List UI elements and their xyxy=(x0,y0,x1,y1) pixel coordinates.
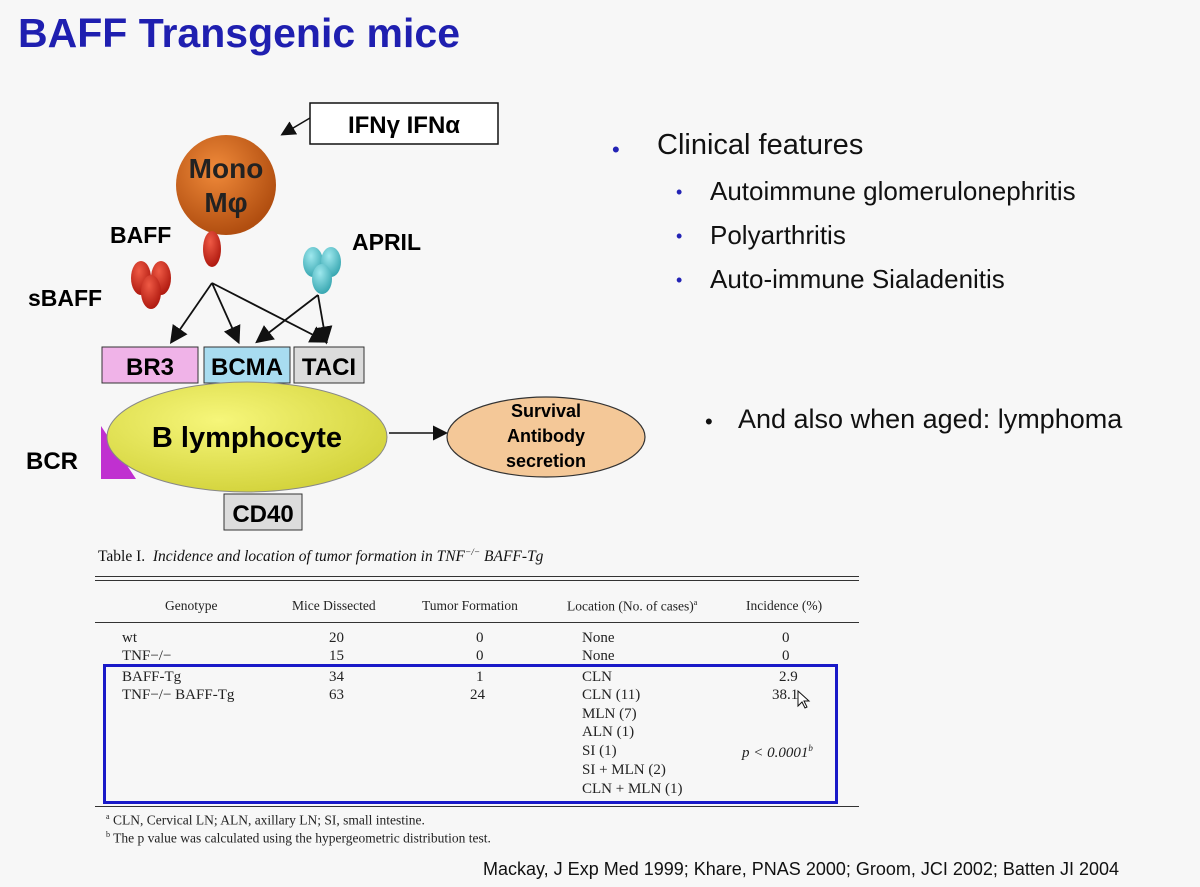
taci-label: TACI xyxy=(302,354,356,381)
bullet-dot: • xyxy=(705,409,713,434)
table-cell: SI (1) xyxy=(582,743,617,759)
survival-ellipse xyxy=(446,396,646,478)
table-rule-top2 xyxy=(95,580,859,581)
table-cell: BAFF-Tg xyxy=(122,669,182,685)
bullet-sub-3: Auto-immune Sialadenitis xyxy=(710,264,1005,294)
citation: Mackay, J Exp Med 1999; Khare, PNAS 2000… xyxy=(483,859,1120,879)
header-tumor: Tumor Formation xyxy=(422,598,518,613)
table-cell: 2.9 xyxy=(779,669,798,685)
sbaff-label: sBAFF xyxy=(28,285,102,311)
bullet-sub-1: Autoimmune glomerulonephritis xyxy=(710,176,1076,206)
bcma-label: BCMA xyxy=(211,354,283,381)
table-cell: 24 xyxy=(470,687,485,703)
table-cell: 0 xyxy=(476,630,484,646)
april-label: APRIL xyxy=(352,229,421,255)
table-cell: 1 xyxy=(476,669,484,685)
bullet-main: Clinical features xyxy=(657,129,864,161)
mouse-cursor-icon xyxy=(797,690,811,709)
header-genotype: Genotype xyxy=(165,598,218,613)
table-cell: 15 xyxy=(329,648,344,661)
table-cell: None xyxy=(582,648,615,661)
table-cell: ALN (1) xyxy=(582,724,635,740)
baff-label: BAFF xyxy=(110,222,171,248)
bullet-dot: • xyxy=(676,182,683,202)
slide-title: BAFF Transgenic mice xyxy=(18,10,461,56)
bullet-sub-2: Polyarthritis xyxy=(710,220,846,250)
table-cell: 34 xyxy=(329,669,344,685)
br3-receptor xyxy=(101,346,199,384)
table-cell: CLN xyxy=(582,669,612,685)
monocyte-cell xyxy=(176,135,276,235)
table-rule-bottom xyxy=(95,806,859,807)
header-location: Location (No. of cases)a xyxy=(567,598,698,614)
header-dissected: Mice Dissected xyxy=(292,598,376,613)
table-cell: CLN + MLN (1) xyxy=(582,781,683,797)
b-lymphocyte-cell xyxy=(106,381,388,493)
ifn-box xyxy=(309,102,499,145)
header-incidence: Incidence (%) xyxy=(746,598,823,613)
table-rule-top xyxy=(95,576,859,577)
table-cell: 0 xyxy=(782,648,790,661)
p-value: p < 0.0001b xyxy=(742,743,813,761)
table-cell: 0 xyxy=(476,648,484,661)
survival-label: Survival xyxy=(511,401,581,421)
table-cell: wt xyxy=(122,630,137,646)
footnote-b: b The p value was calculated using the h… xyxy=(106,830,491,846)
taci-receptor xyxy=(293,346,365,384)
april-trimer xyxy=(303,247,341,294)
table-rule-header xyxy=(95,622,859,623)
footnote-a: a CLN, Cervical LN; ALN, axillary LN; SI… xyxy=(106,812,425,828)
table-cell: None xyxy=(582,630,615,646)
cd40-receptor xyxy=(223,493,303,531)
table-cell: SI + MLN (2) xyxy=(582,762,666,778)
bullet-dot: • xyxy=(676,226,683,246)
bullet-dot: • xyxy=(676,270,683,290)
table-cell: 38.1 xyxy=(772,687,799,703)
bcr-label: BCR xyxy=(26,448,78,475)
table-cell: 0 xyxy=(782,630,790,646)
table-cell: 20 xyxy=(329,630,344,646)
ifn-label: IFNγ IFNα xyxy=(348,112,460,139)
antibody-label: Antibody xyxy=(507,426,585,446)
mono-label: Mono xyxy=(189,153,264,184)
secretion-label: secretion xyxy=(506,451,586,471)
cd40-label: CD40 xyxy=(232,501,293,528)
bullet-dot: • xyxy=(612,137,620,162)
mphi-label: Mφ xyxy=(204,187,247,218)
br3-label: BR3 xyxy=(126,354,174,381)
table-cell: 63 xyxy=(329,687,344,703)
sbaff-trimer xyxy=(131,261,171,309)
b-lymphocyte-label: B lymphocyte xyxy=(152,422,342,454)
ifn-arrow xyxy=(280,117,311,136)
table-cell: MLN (7) xyxy=(582,706,637,722)
table-cell: TNF−/− xyxy=(122,648,172,661)
table-caption: Table I. Incidence and location of tumor… xyxy=(98,548,544,566)
table-cell: TNF−/− BAFF-Tg xyxy=(122,687,235,703)
table-cell: CLN (11) xyxy=(582,687,641,703)
ligand-receptor-arrows xyxy=(169,282,333,345)
bullet-aged: And also when aged: lymphoma xyxy=(738,404,1123,434)
baff-membrane-molecule xyxy=(203,231,221,267)
highlight-box xyxy=(103,664,838,804)
